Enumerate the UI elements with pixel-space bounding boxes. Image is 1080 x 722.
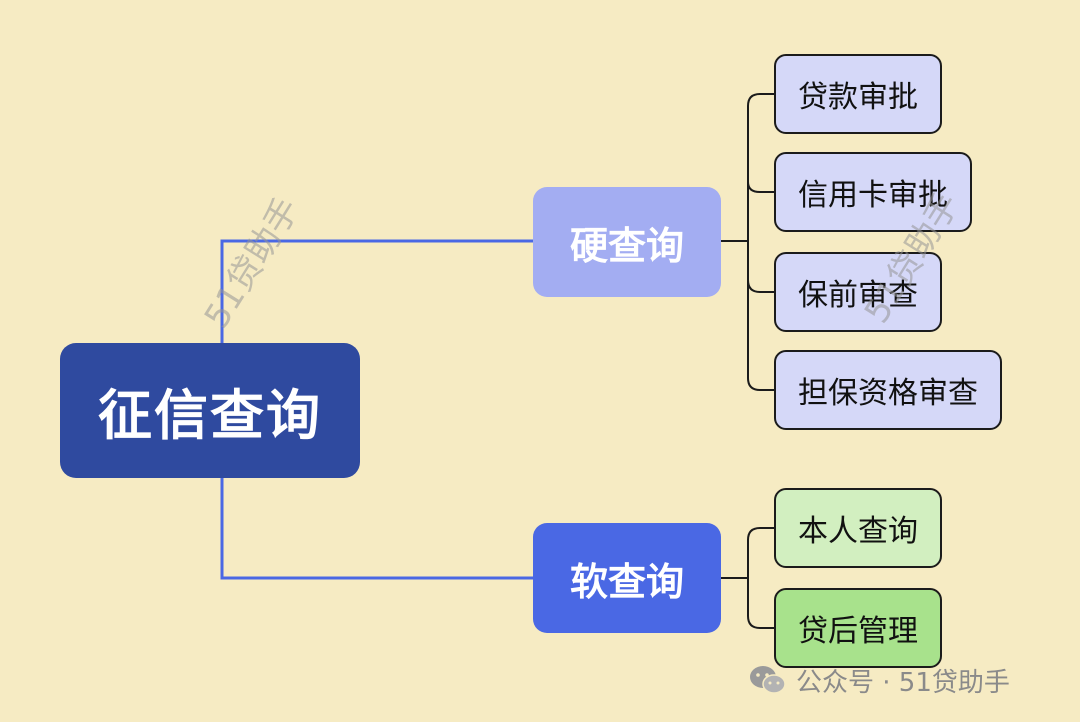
leaf-loan-approval: 贷款审批 bbox=[774, 54, 942, 134]
footer-attribution: 公众号 · 51贷助手 bbox=[748, 660, 1010, 700]
connector-hard-leaf-2 bbox=[747, 181, 776, 193]
connector-soft-leaf-1 bbox=[747, 527, 776, 541]
connector-soft-leaf-2 bbox=[747, 615, 776, 629]
leaf-post-loan-management: 贷后管理 bbox=[774, 588, 942, 668]
connector-root-hard bbox=[220, 239, 533, 343]
leaf-label: 贷款审批 bbox=[798, 80, 918, 115]
branch-soft-query: 软查询 bbox=[533, 523, 721, 633]
branch-label: 软查询 bbox=[569, 559, 684, 604]
leaf-label: 担保资格审查 bbox=[798, 376, 978, 411]
footer-text: 公众号 · 51贷助手 bbox=[796, 667, 1010, 698]
leaf-label: 信用卡审批 bbox=[798, 178, 948, 213]
connector-hard-trunk bbox=[721, 106, 749, 378]
leaf-label: 保前审查 bbox=[798, 278, 918, 313]
leaf-credit-card-approval: 信用卡审批 bbox=[774, 152, 972, 232]
branch-hard-query: 硬查询 bbox=[533, 187, 721, 297]
branch-label: 硬查询 bbox=[569, 223, 684, 268]
connector-root-soft bbox=[220, 478, 533, 580]
connector-hard-leaf-4 bbox=[747, 377, 776, 391]
leaf-label: 本人查询 bbox=[798, 514, 918, 549]
root-node: 征信查询 bbox=[60, 343, 360, 478]
leaf-self-query: 本人查询 bbox=[774, 488, 942, 568]
leaf-pre-guarantee-review: 保前审查 bbox=[774, 252, 942, 332]
leaf-guarantee-qualification-review: 担保资格审查 bbox=[774, 350, 1002, 430]
root-label: 征信查询 bbox=[98, 384, 322, 447]
wechat-icon bbox=[750, 666, 786, 694]
connector-hard-leaf-1 bbox=[747, 93, 776, 107]
connector-hard-leaf-3 bbox=[747, 279, 776, 293]
connector-soft-trunk bbox=[721, 540, 749, 616]
leaf-label: 贷后管理 bbox=[798, 614, 918, 649]
